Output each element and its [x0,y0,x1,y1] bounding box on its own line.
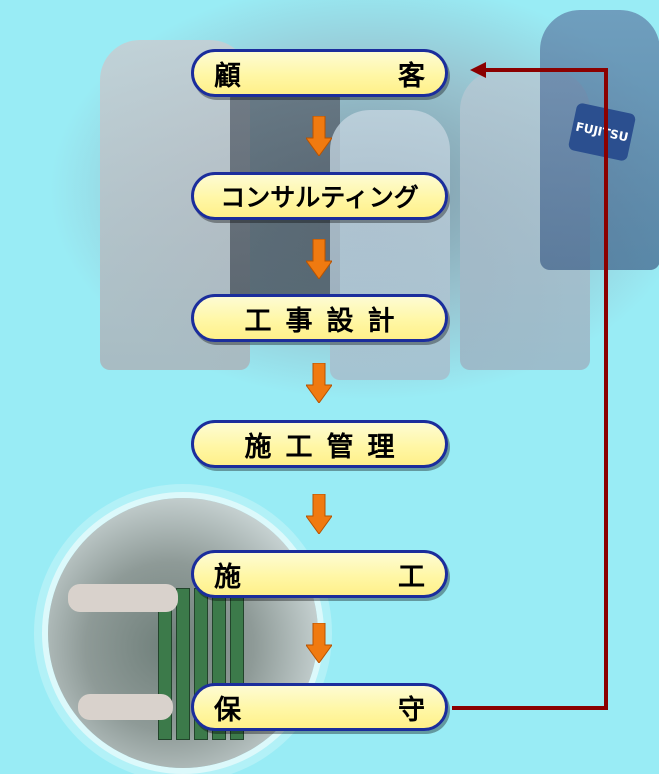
equipment-rack-photo [48,498,318,768]
rack-card [176,588,190,740]
step-maintenance: 保 守 [191,683,448,731]
step-customer-char1: 顧 [214,60,241,92]
down-arrow-icon [306,363,332,403]
step-maintenance-char2: 守 [398,694,425,726]
technician-hand [78,694,173,720]
step-construction-management: 施工管理 [191,420,448,468]
step-construction-design-label: 工事設計 [244,305,409,337]
down-arrow-icon [306,623,332,663]
step-construction-char1: 施 [214,561,241,593]
step-maintenance-char1: 保 [214,694,241,726]
technician-hand [68,584,178,612]
step-consulting-label: コンサルティング [220,183,419,212]
down-arrow-icon [306,116,332,156]
step-construction: 施 工 [191,550,448,598]
step-construction-management-label: 施工管理 [244,431,409,463]
down-arrow-icon [306,494,332,534]
step-construction-design: 工事設計 [191,294,448,342]
step-consulting: コンサルティング [191,172,448,220]
step-customer-char2: 客 [398,60,425,92]
step-customer: 顧 客 [191,49,448,97]
step-construction-char2: 工 [398,561,425,593]
down-arrow-icon [306,239,332,279]
